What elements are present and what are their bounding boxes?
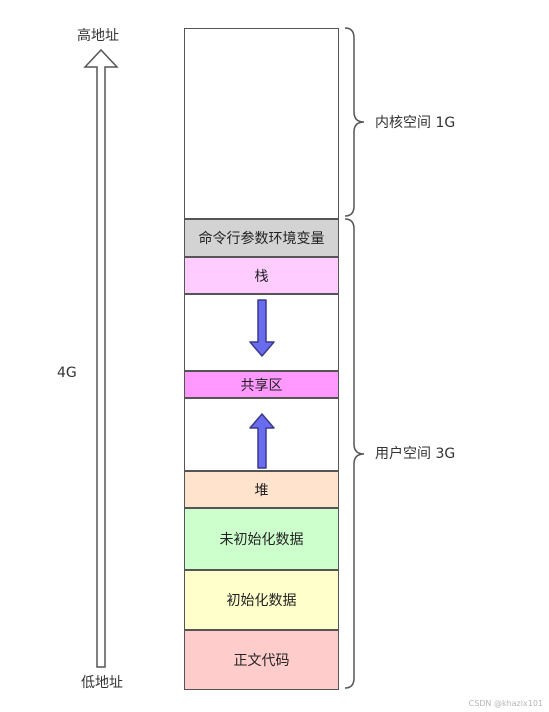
kernel-space-label: 内核空间 1G	[375, 115, 456, 131]
low-address-label: 低地址	[81, 675, 123, 691]
user-brace-icon	[344, 218, 365, 689]
watermark: CSDN @khazix101	[468, 699, 543, 708]
kernel-brace-icon	[344, 27, 365, 217]
kernel-space-block	[184, 28, 339, 219]
stack-down-arrow-icon	[249, 299, 275, 357]
text-segment: 正文代码	[184, 630, 339, 690]
shared-segment: 共享区	[184, 371, 339, 398]
address-up-arrow-icon	[83, 48, 119, 668]
user-space-label: 用户空间 3G	[375, 446, 456, 462]
high-address-label: 高地址	[77, 28, 119, 44]
args-env-segment: 命令行参数环境变量	[184, 219, 339, 257]
memory-size-label: 4G	[57, 365, 77, 381]
heap-segment: 堆	[184, 471, 339, 508]
heap-up-arrow-icon	[249, 413, 275, 469]
bss-segment: 未初始化数据	[184, 508, 339, 570]
data-segment: 初始化数据	[184, 570, 339, 630]
stack-segment: 栈	[184, 257, 339, 294]
